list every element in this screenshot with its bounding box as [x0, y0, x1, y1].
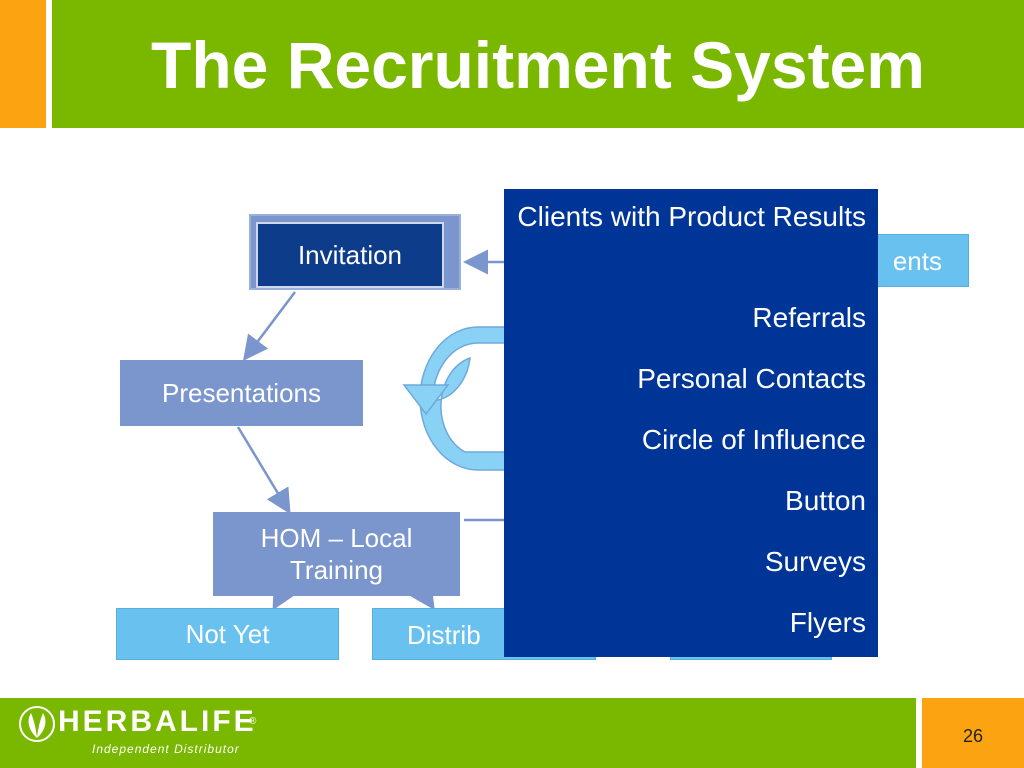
source-item-circle-of-influence: Circle of Influence — [641, 424, 866, 455]
source-item-button: Button — [785, 485, 866, 516]
source-item-surveys: Surveys — [764, 546, 866, 577]
arrow-hom-to-distributor — [410, 582, 435, 611]
source-item-flyers: Flyers — [789, 607, 866, 638]
invitation-label: Invitation — [297, 240, 403, 270]
invitation-box: Invitation — [256, 222, 444, 288]
recruitment-sources-panel: Clients with Product Results Referrals P… — [504, 189, 878, 657]
hom-training-box: HOM – Local Training — [213, 512, 460, 596]
arrow-presentations-to-hom — [236, 426, 291, 515]
registered-mark: ® — [249, 716, 257, 727]
brand-tagline: Independent Distributor — [92, 742, 240, 756]
distributor-label: Distrib — [407, 620, 481, 650]
header-accent-bar — [0, 0, 46, 128]
arrow-invitation-to-presentations — [242, 291, 296, 361]
arrow-hom-to-not-yet — [272, 582, 296, 611]
page-number: 26 — [962, 726, 984, 746]
source-item-referrals: Referrals — [752, 302, 866, 333]
clients-label: ents — [892, 246, 942, 276]
brand-logo-text: HERBALIFE — [58, 705, 257, 738]
slide-title: The Recruitment System — [151, 28, 925, 102]
presentations-label: Presentations — [162, 378, 321, 408]
not-yet-box: Not Yet — [116, 608, 339, 660]
presentations-box: Presentations — [120, 360, 363, 426]
not-yet-label: Not Yet — [185, 619, 270, 649]
hom-label-line2: Training — [290, 555, 383, 585]
source-item-personal-contacts: Personal Contacts — [637, 363, 866, 394]
source-item-clients: Clients with Product Results — [517, 201, 866, 232]
footer-bar — [0, 698, 916, 768]
herbalife-leaf-icon — [19, 706, 55, 742]
cycle-arrow-icon — [402, 326, 506, 471]
header-bar — [52, 0, 1024, 128]
hom-label-line1: HOM – Local — [260, 523, 413, 553]
footer-accent-bar — [922, 698, 1024, 768]
